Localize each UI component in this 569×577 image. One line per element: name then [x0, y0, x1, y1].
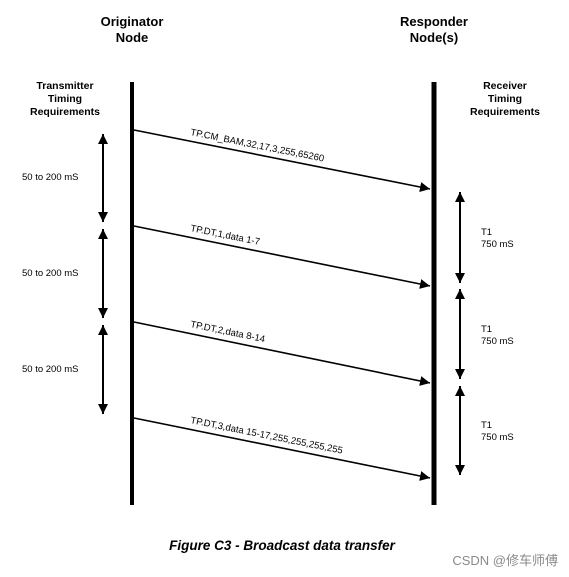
tx-interval-3: 50 to 200 mS — [22, 325, 108, 414]
message-arrow — [133, 321, 431, 386]
message-2: TP.DT,1,data 1-7 — [133, 223, 431, 289]
rx-interval-1: T1 750 mS — [455, 192, 514, 283]
tx-interval-1: 50 to 200 mS — [22, 134, 108, 222]
transmitter-line2: Timing — [48, 93, 82, 105]
watermark-text: CSDN @修车师傅 — [452, 553, 558, 568]
rx-interval-name: T1 — [481, 420, 492, 431]
message-label: TP.DT,3,data 15-17,255,255,255,255 — [189, 415, 343, 456]
tx-interval-label: 50 to 200 mS — [22, 364, 79, 375]
rx-interval-value: 750 mS — [481, 336, 514, 347]
rx-interval-3: T1 750 mS — [455, 386, 514, 475]
tx-interval-label: 50 to 200 mS — [22, 268, 79, 279]
responder-header: Responder Node(s) — [400, 14, 468, 45]
rx-interval-value: 750 mS — [481, 239, 514, 250]
transmitter-requirements-label: Transmitter Timing Requirements — [30, 80, 100, 118]
tx-interval-2: 50 to 200 mS — [22, 229, 108, 318]
rx-interval-2: T1 750 mS — [455, 289, 514, 379]
originator-title-line1: Originator — [101, 14, 164, 29]
rx-interval-value: 750 mS — [481, 432, 514, 443]
message-arrow — [133, 225, 431, 289]
message-arrow — [133, 417, 431, 481]
receiver-requirements-label: Receiver Timing Requirements — [470, 80, 540, 118]
originator-title-line2: Node — [116, 30, 149, 45]
figure-caption: Figure C3 - Broadcast data transfer — [169, 538, 396, 553]
originator-header: Originator Node — [101, 14, 164, 45]
responder-title-line1: Responder — [400, 14, 468, 29]
message-3: TP.DT,2,data 8-14 — [133, 319, 431, 386]
message-1: TP.CM_BAM,32,17,3,255,65260 — [133, 127, 431, 192]
tx-interval-label: 50 to 200 mS — [22, 172, 79, 183]
transmitter-line3: Requirements — [30, 106, 100, 118]
message-4: TP.DT,3,data 15-17,255,255,255,255 — [133, 415, 431, 481]
message-arrow — [133, 129, 431, 192]
rx-interval-name: T1 — [481, 227, 492, 238]
responder-title-line2: Node(s) — [410, 30, 458, 45]
rx-interval-name: T1 — [481, 324, 492, 335]
receiver-line1: Receiver — [483, 80, 527, 92]
transmitter-line1: Transmitter — [36, 80, 93, 92]
receiver-line2: Timing — [488, 93, 522, 105]
receiver-line3: Requirements — [470, 106, 540, 118]
